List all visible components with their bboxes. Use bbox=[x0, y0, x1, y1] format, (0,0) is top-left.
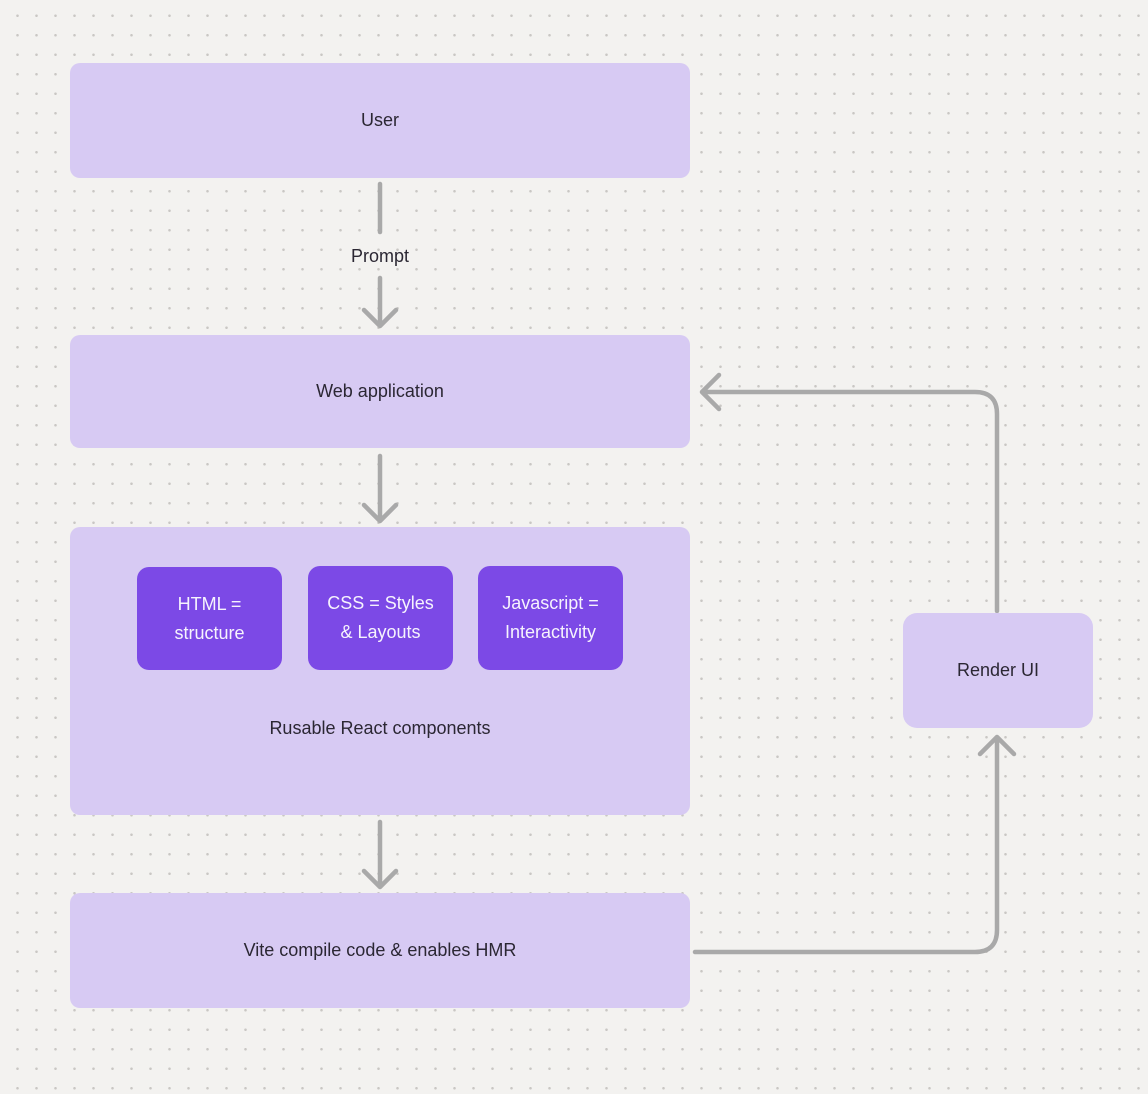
node-javascript-line2: Interactivity bbox=[504, 622, 597, 642]
node-web-application-label: Web application bbox=[316, 381, 444, 401]
node-css-line1: CSS = Styles bbox=[327, 593, 434, 613]
edge-web-to-components[interactable] bbox=[361, 453, 399, 524]
node-user[interactable]: User bbox=[70, 63, 690, 178]
node-css[interactable]: CSS = Styles & Layouts bbox=[308, 566, 453, 670]
node-user-label: User bbox=[360, 110, 399, 130]
node-render-ui[interactable]: Render UI bbox=[903, 613, 1093, 728]
edge-vite-to-render-ui[interactable] bbox=[692, 734, 1017, 955]
edge-components-to-vite[interactable] bbox=[361, 819, 399, 890]
edge-label-prompt: Prompt bbox=[350, 246, 410, 266]
node-vite[interactable]: Vite compile code & enables HMR bbox=[70, 893, 690, 1008]
node-javascript[interactable]: Javascript = Interactivity bbox=[478, 566, 623, 670]
node-render-ui-label: Render UI bbox=[956, 660, 1040, 680]
edge-render-ui-to-web[interactable] bbox=[699, 372, 1000, 614]
edge-user-to-web-lower[interactable] bbox=[361, 275, 399, 329]
node-javascript-line1: Javascript = bbox=[502, 593, 599, 613]
node-vite-label: Vite compile code & enables HMR bbox=[243, 940, 517, 960]
node-css-line2: & Layouts bbox=[340, 622, 421, 642]
node-web-application[interactable]: Web application bbox=[70, 335, 690, 448]
node-html-line2: structure bbox=[174, 622, 245, 643]
group-caption: Rusable React components bbox=[269, 718, 491, 738]
node-html[interactable]: HTML = structure bbox=[137, 567, 282, 670]
node-html-line1: HTML = bbox=[177, 593, 242, 614]
